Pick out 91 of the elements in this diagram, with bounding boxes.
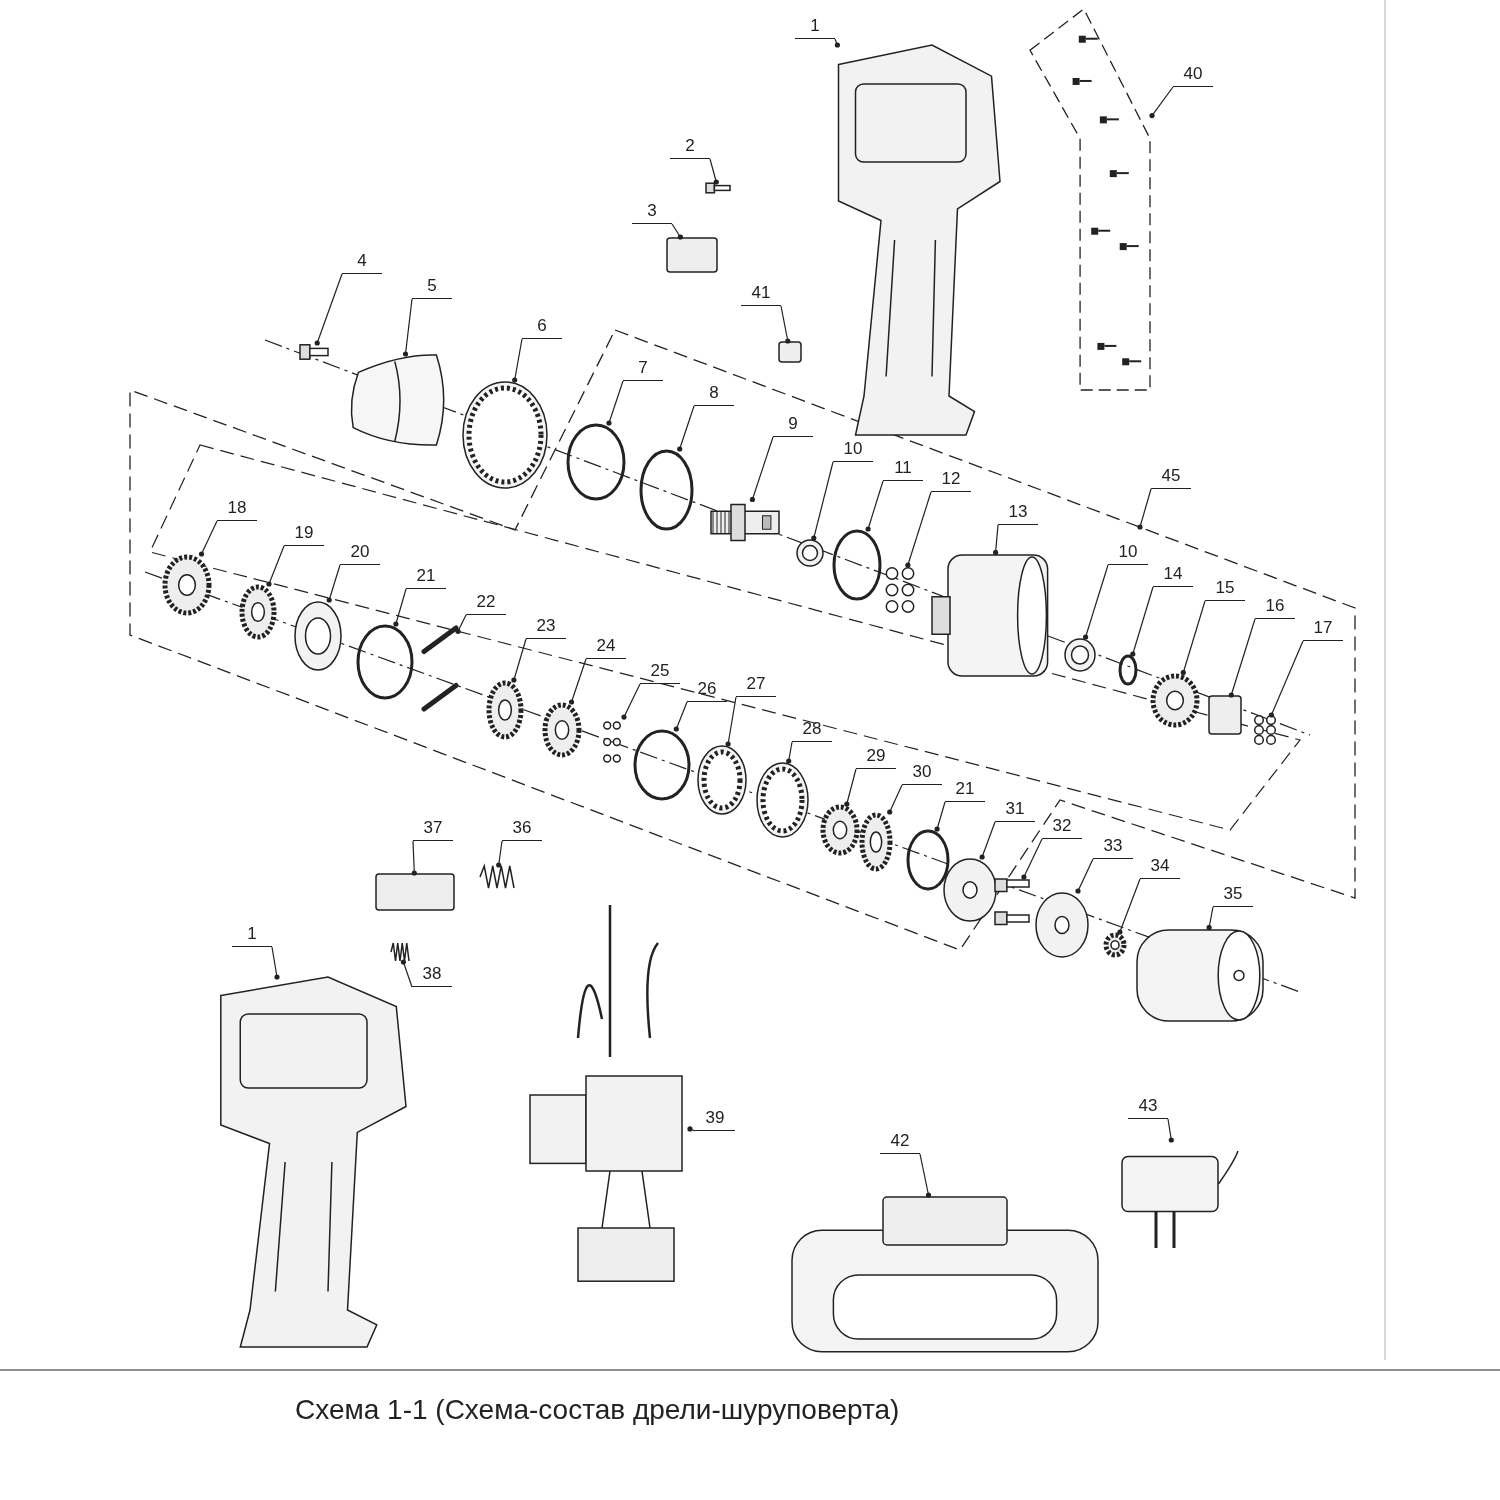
callout-number: 43 (1128, 1096, 1168, 1119)
gear-drawing (1150, 672, 1200, 728)
block-drawing (778, 341, 802, 363)
leader-line (887, 784, 903, 815)
leader-line (496, 840, 503, 868)
callout-number: 6 (522, 316, 562, 339)
leader-line (1021, 838, 1043, 880)
leader-line (725, 696, 737, 747)
callout-number: 34 (1140, 856, 1180, 879)
block-drawing (375, 873, 455, 911)
spring-drawing (391, 942, 409, 962)
leader-line (271, 946, 280, 980)
callout-number: 42 (880, 1131, 920, 1154)
disc-drawing (1034, 891, 1090, 959)
gear-drawing (542, 702, 582, 758)
leader-line (1137, 488, 1152, 530)
callout-number: 4 (342, 251, 382, 274)
callout-number: 36 (502, 818, 542, 841)
screw-drawing (300, 343, 328, 361)
leader-line (402, 298, 413, 357)
callout-number: 41 (741, 283, 781, 306)
leader-line (511, 638, 527, 683)
leader-line (621, 683, 641, 720)
battery-drawing (790, 1195, 1100, 1355)
leader-line (905, 491, 932, 568)
screw-drawing (706, 182, 730, 194)
gear-drawing (859, 812, 893, 872)
callout-number: 3 (632, 201, 672, 224)
leader-line (844, 768, 857, 807)
leader-line (393, 588, 407, 627)
leader-line (326, 564, 341, 603)
leader-line (198, 520, 218, 557)
leader-line (1228, 618, 1256, 698)
leader-line (411, 840, 417, 876)
leader-line (709, 158, 719, 185)
motor-drawing (1135, 927, 1265, 1023)
gear-drawing (1103, 932, 1127, 958)
callout-number: 5 (412, 276, 452, 299)
leader-line (512, 338, 523, 383)
callout-number: 1 (232, 924, 272, 947)
leader-line (455, 614, 467, 634)
leader-line (865, 480, 884, 532)
callout-number: 45 (1151, 466, 1191, 489)
leader-line (1075, 858, 1094, 894)
leader-line (1268, 640, 1304, 718)
leader-line (934, 801, 946, 832)
leader-line (400, 959, 413, 988)
leader-line (786, 741, 793, 764)
spring-drawing (480, 865, 514, 889)
callout-number: 40 (1173, 64, 1213, 87)
gear-drawing (162, 554, 212, 616)
leader-line (811, 461, 834, 541)
leader-line (677, 405, 695, 452)
leader-line (1083, 564, 1109, 640)
leader-line (673, 701, 688, 732)
leader-line (671, 223, 683, 240)
leader-line (1167, 1118, 1174, 1143)
gearbox-housing-drawing (930, 552, 1050, 678)
screw-set-drawing (1028, 8, 1152, 392)
leader-line (266, 545, 285, 587)
caption: Схема 1-1 (Схема-состав дрели-шуруповерта) (295, 1394, 900, 1426)
leader-line (780, 305, 791, 344)
callout-number: 33 (1093, 836, 1133, 859)
gear-drawing (239, 584, 277, 640)
leader-line (314, 273, 343, 346)
gear-drawing (820, 804, 860, 856)
leader-line (687, 1126, 696, 1132)
leader-line (1180, 600, 1206, 676)
leader-line (749, 436, 774, 503)
leader-line (919, 1153, 932, 1198)
callout-number: 39 (695, 1108, 735, 1131)
callout-number: 35 (1213, 884, 1253, 907)
leader-line (606, 380, 624, 426)
leader-line (1206, 906, 1214, 931)
toothed-ring-drawing (461, 380, 549, 490)
callout-number: 2 (670, 136, 710, 159)
leader-line (1149, 86, 1174, 119)
callout-number: 38 (412, 964, 452, 987)
leader-line (1117, 878, 1141, 935)
block-drawing (666, 237, 718, 273)
leader-line (993, 524, 999, 556)
leader-line (568, 658, 587, 705)
callout-number: 37 (413, 818, 453, 841)
gear-drawing (486, 680, 524, 740)
leader-line (834, 38, 840, 48)
callout-number: 32 (1042, 816, 1082, 839)
leader-line (979, 821, 996, 860)
leader-line (1130, 586, 1154, 657)
screw-pair-drawing (995, 877, 1029, 927)
callout-number: 1 (795, 16, 835, 39)
dashed-outline (130, 330, 1355, 950)
